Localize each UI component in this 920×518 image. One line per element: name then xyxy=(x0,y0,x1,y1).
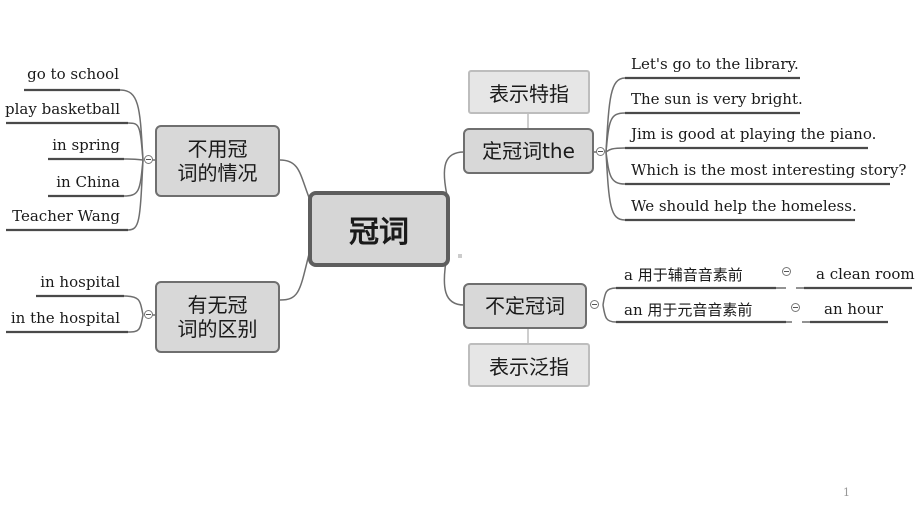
leaf-go-to-school[interactable]: go to school xyxy=(27,65,119,83)
example-a-clean-room[interactable]: a clean room xyxy=(816,265,915,283)
leaf-in-china[interactable]: in China xyxy=(56,173,120,191)
collapse-difference-icon[interactable] xyxy=(144,310,153,319)
callout-general[interactable]: 表示泛指 xyxy=(468,343,590,387)
collapse-rule-a-icon[interactable] xyxy=(782,267,791,276)
example-an-hour[interactable]: an hour xyxy=(824,300,883,318)
central-topic[interactable]: 冠词 xyxy=(308,191,450,267)
collapse-indefinite-icon[interactable] xyxy=(590,300,599,309)
central-topic-label: 冠词 xyxy=(349,215,409,250)
branch-difference-line2: 词的区别 xyxy=(177,317,258,341)
callout-specific[interactable]: 表示特指 xyxy=(468,70,590,114)
leaf-story[interactable]: Which is the most interesting story? xyxy=(631,161,907,179)
branch-indefinite-label: 不定冠词 xyxy=(485,294,565,318)
connector-center-no-article xyxy=(279,159,311,201)
leaf-in-the-hospital[interactable]: in the hospital xyxy=(10,309,120,327)
leaf-homeless[interactable]: We should help the homeless. xyxy=(631,197,857,215)
canvas-marker xyxy=(458,254,462,258)
leaf-play-basketball[interactable]: play basketball xyxy=(5,100,120,118)
branch-no-article-line2: 词的情况 xyxy=(177,161,258,185)
leaf-in-spring[interactable]: in spring xyxy=(52,136,120,154)
collapse-no-article-icon[interactable] xyxy=(144,155,153,164)
branch-difference-line1: 有无冠 xyxy=(187,293,248,317)
leaf-sun[interactable]: The sun is very bright. xyxy=(631,90,803,108)
branch-no-article[interactable]: 不用冠 词的情况 xyxy=(155,125,280,197)
leaf-piano[interactable]: Jim is good at playing the piano. xyxy=(631,125,877,143)
branch-no-article-line1: 不用冠 xyxy=(187,137,248,161)
page-number: 1 xyxy=(843,486,850,499)
callout-specific-label: 表示特指 xyxy=(489,81,569,106)
callout-general-label: 表示泛指 xyxy=(489,354,569,379)
rule-a-consonant[interactable]: a 用于辅音音素前 xyxy=(624,266,743,284)
branch-definite-label: 定冠词the xyxy=(482,139,575,163)
connector-center-difference xyxy=(279,249,311,301)
leaf-teacher-wang[interactable]: Teacher Wang xyxy=(12,207,120,225)
leaf-in-hospital[interactable]: in hospital xyxy=(40,273,120,291)
connector-center-definite xyxy=(443,151,465,201)
leaf-library[interactable]: Let's go to the library. xyxy=(631,55,799,73)
branch-definite[interactable]: 定冠词the xyxy=(463,128,594,174)
rule-an-vowel[interactable]: an 用于元音音素前 xyxy=(624,301,753,319)
collapse-definite-icon[interactable] xyxy=(596,147,605,156)
branch-difference[interactable]: 有无冠 词的区别 xyxy=(155,281,280,353)
branch-indefinite[interactable]: 不定冠词 xyxy=(463,283,587,329)
collapse-rule-an-icon[interactable] xyxy=(791,303,800,312)
